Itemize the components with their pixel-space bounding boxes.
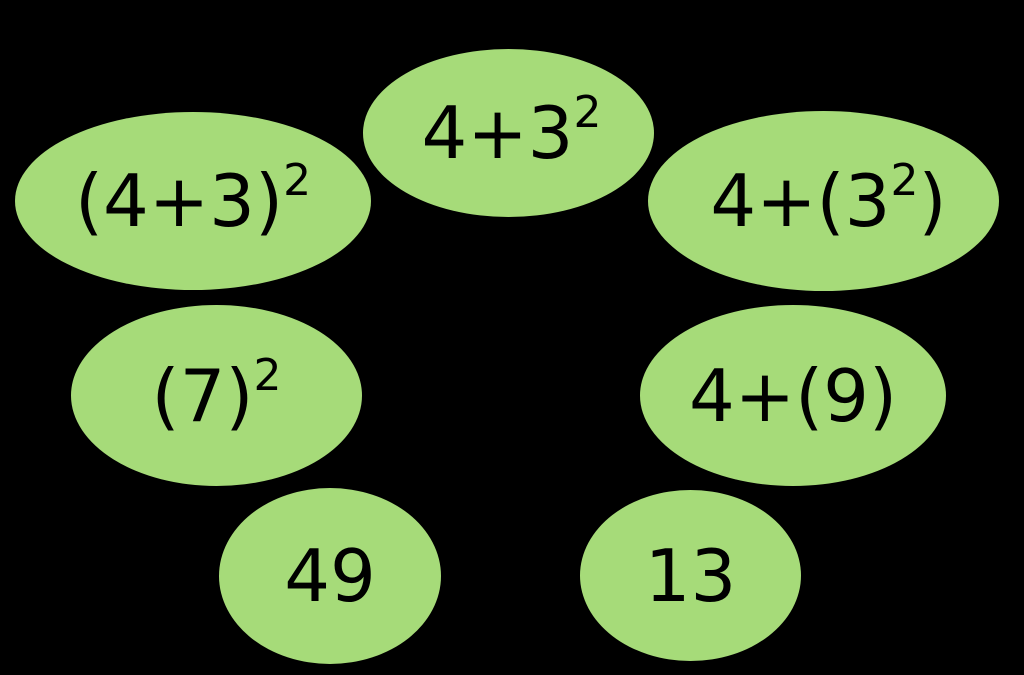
expression-node-7-squared: (7)2 xyxy=(71,305,362,486)
expression-node-4-plus-3-squared: 4+32 xyxy=(363,49,654,217)
expression-node-4-plus-9: 4+(9) xyxy=(640,305,946,486)
result-node-13: 13 xyxy=(580,490,801,661)
result-node-49: 49 xyxy=(219,488,441,664)
expression-text: (7)2 xyxy=(151,349,282,438)
result-text: 49 xyxy=(284,534,376,618)
result-text: 13 xyxy=(644,533,737,618)
expression-text: 4+(32) xyxy=(710,155,947,243)
expression-node-4-plus-3-in-parens-squared: (4+3)2 xyxy=(15,112,371,290)
expression-text: 4+32 xyxy=(421,87,602,175)
expression-text: 4+(9) xyxy=(688,353,898,438)
expression-node-4-plus-3-squared-in-parens: 4+(32) xyxy=(648,111,999,291)
expression-text: (4+3)2 xyxy=(74,155,312,243)
